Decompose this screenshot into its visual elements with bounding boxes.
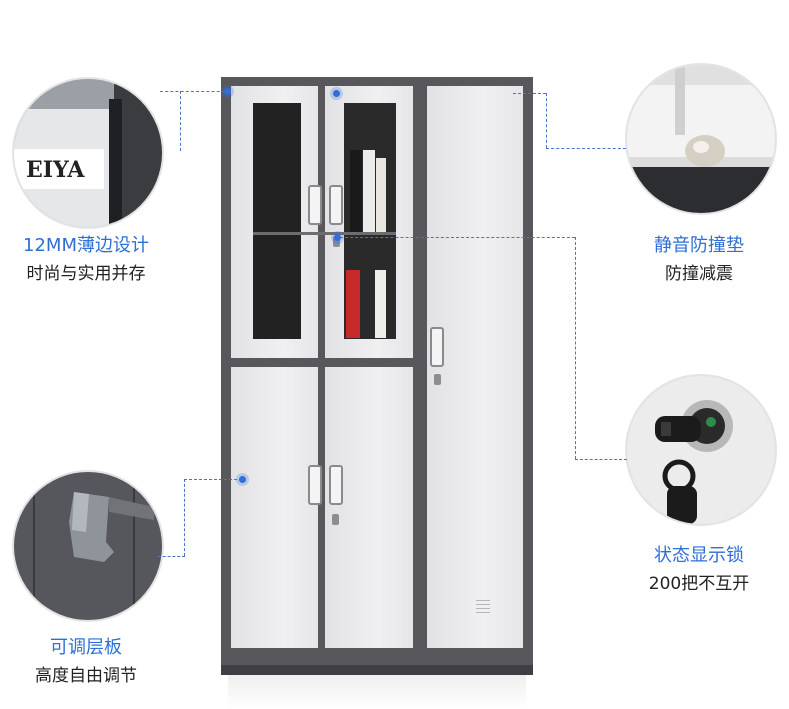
connector-bumper-v [546,93,547,148]
book-1 [350,150,362,232]
shelf-line [253,232,396,235]
vent-line [476,608,490,609]
glass-panel-left [253,103,301,339]
vent-line [476,604,490,605]
cabinet-edge-icon [14,79,162,227]
handle-tall[interactable] [430,327,444,367]
connector-shelf-v [184,479,185,556]
marker-dot [224,88,231,95]
thin-edge-closeup: EIYA [12,77,164,229]
bumper-icon [627,65,775,213]
handle-bottom-right[interactable] [329,465,343,505]
connector-shelf [184,479,242,480]
bumper-title: 静音防撞垫 [654,235,744,256]
connector-bumper [513,93,546,94]
handle-top-left[interactable] [308,185,322,225]
book-3 [376,158,386,232]
shelf-title: 可调层板 [50,637,122,658]
key-lock-icon [627,376,775,524]
brand-logo-text: EIYA [26,157,85,183]
thin-edge-subtitle: 时尚与实用并存 [26,264,146,284]
lock-closeup [625,374,777,526]
marker-dot [239,476,246,483]
marker-dot [334,234,341,241]
bottom-door-left[interactable] [231,367,318,648]
tall-door-right[interactable] [427,86,523,648]
book-6 [375,270,386,338]
cabinet-reflection [228,675,526,709]
thin-edge-title: 12MM薄边设计 [23,235,149,256]
cabinet-base [221,665,533,675]
bumper-closeup [625,63,777,215]
vent-line [476,612,490,613]
marker-dot [333,90,340,97]
book-5 [361,270,373,338]
handle-bottom-left[interactable] [308,465,322,505]
lock-tall[interactable] [434,374,441,385]
vent-line [476,600,490,601]
lock-bottom[interactable] [332,514,339,525]
connector-bumper-h2 [546,148,626,149]
lock-title: 状态显示锁 [654,545,744,566]
handle-top-right[interactable] [329,185,343,225]
shelf-clip-icon [14,472,162,620]
lock-top[interactable] [333,236,340,247]
book-4 [346,270,360,338]
bottom-door-right[interactable] [325,367,413,648]
connector-shelf-h2 [158,556,185,557]
shelf-closeup [12,470,164,622]
connector-lock-h2 [575,459,627,460]
lock-subtitle: 200把不互开 [648,574,750,594]
connector-thin-edge [160,91,230,92]
connector-lock-v [575,237,576,459]
connector-lock [340,237,575,238]
book-2 [363,150,375,232]
shelf-subtitle: 高度自由调节 [35,666,137,686]
bumper-subtitle: 防撞减震 [665,264,733,284]
connector-thin-edge-v [180,91,181,151]
